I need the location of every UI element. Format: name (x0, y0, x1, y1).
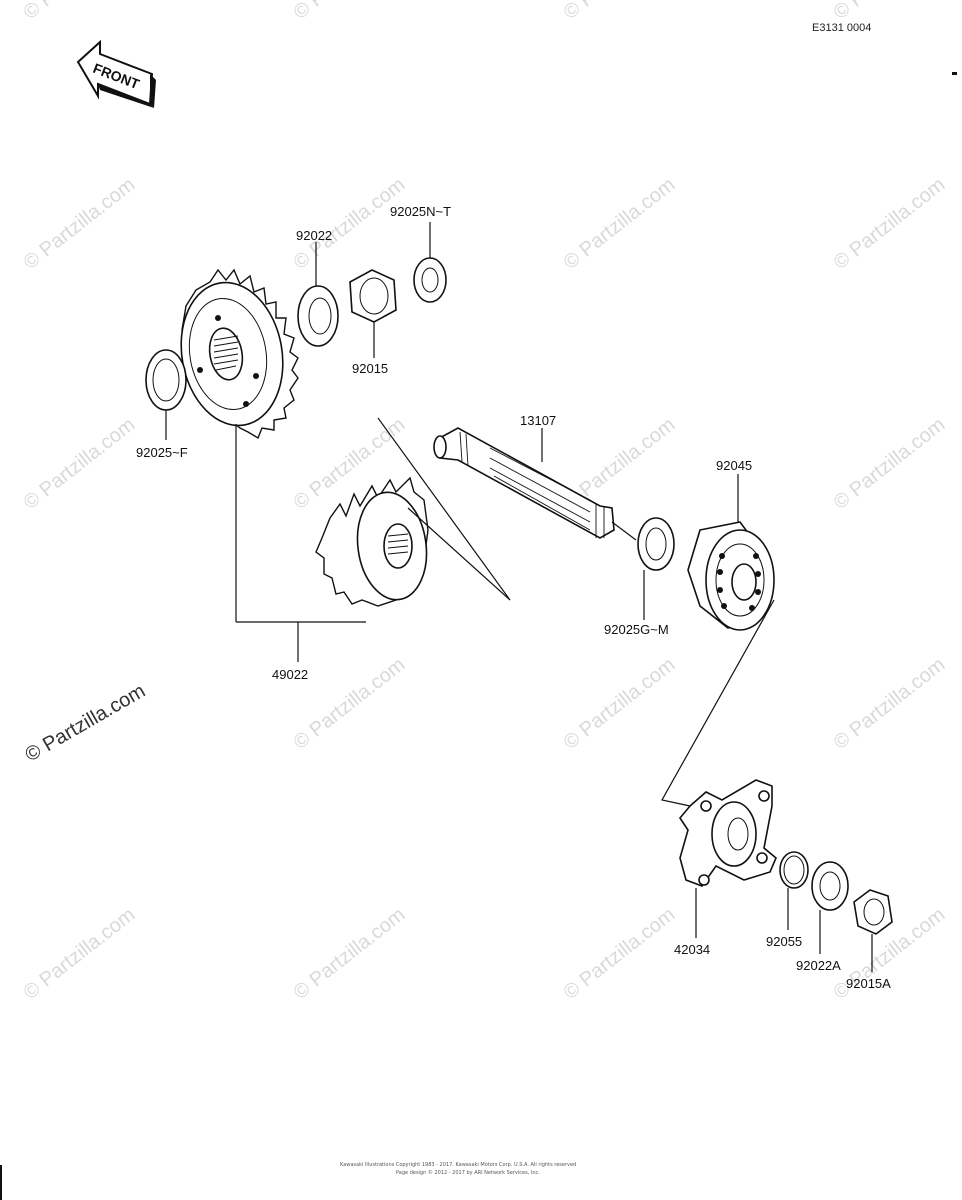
watermark: © Partzilla.com (290, 174, 410, 274)
watermark: © Partzilla.com (560, 904, 680, 1004)
watermark: © Partzilla.com (20, 904, 140, 1004)
part-label-92022: 92022 (296, 228, 332, 243)
part-label-92022a: 92022A (796, 958, 841, 973)
washer-92025f (145, 349, 187, 411)
part-label-92045: 92045 (716, 458, 752, 473)
watermark: © Partzilla.com (20, 0, 140, 24)
watermark: © Partzilla.com (20, 414, 140, 514)
part-label-42034: 42034 (674, 942, 710, 957)
part-label-13107: 13107 (520, 413, 556, 428)
front-arrow-icon: FRONT (76, 39, 156, 108)
watermark: © Partzilla.com (560, 174, 680, 274)
washer-92022 (297, 285, 339, 347)
copyright-line: Kawasaki Illustrations Copyright 1983 - … (340, 1162, 576, 1168)
watermarks: © Partzilla.com © Partzilla.com © Partzi… (20, 0, 950, 1004)
watermark: © Partzilla.com (20, 174, 140, 274)
copyright-line: Page design © 2012 - 2017 by ARI Network… (396, 1169, 540, 1176)
flange-42034 (679, 779, 777, 887)
part-label-92025g-m: 92025G~M (604, 622, 669, 637)
watermark: © Partzilla.com (560, 654, 680, 754)
watermark-prominent: © Partzilla.com (22, 680, 150, 766)
leader-lines (165, 222, 873, 972)
watermark: © Partzilla.com (830, 414, 950, 514)
shaft-13107 (433, 427, 637, 541)
bevel-gear (315, 476, 429, 607)
washer-92022a (811, 861, 849, 911)
large-gear (180, 268, 299, 440)
edge-mark (952, 72, 957, 75)
part-label-92015: 92015 (352, 361, 388, 376)
washer-92025gm (637, 517, 675, 571)
nut-92015 (349, 269, 397, 323)
watermark: © Partzilla.com (830, 0, 950, 24)
watermark: © Partzilla.com (290, 904, 410, 1004)
edge-mark (0, 1165, 2, 1200)
part-label-49022: 49022 (272, 667, 308, 682)
washer-92025nt (413, 257, 447, 303)
part-labels: 92025N~T 92022 92015 92025~F 13107 92045… (136, 204, 891, 991)
reference-code: E3131 0004 (812, 22, 871, 34)
part-label-92025n-t: 92025N~T (390, 204, 451, 219)
part-label-92015a: 92015A (846, 976, 891, 991)
nut-92015a (853, 889, 893, 935)
guide-line (661, 599, 775, 807)
circlip-92055 (779, 851, 809, 889)
part-label-92025-f: 92025~F (136, 445, 188, 460)
watermark: © Partzilla.com (290, 0, 410, 24)
guide-line (377, 417, 511, 601)
watermark: © Partzilla.com (830, 174, 950, 274)
bearing-92045 (687, 521, 775, 631)
part-label-92055: 92055 (766, 934, 802, 949)
watermark: © Partzilla.com (560, 0, 680, 24)
watermark: © Partzilla.com (830, 654, 950, 754)
